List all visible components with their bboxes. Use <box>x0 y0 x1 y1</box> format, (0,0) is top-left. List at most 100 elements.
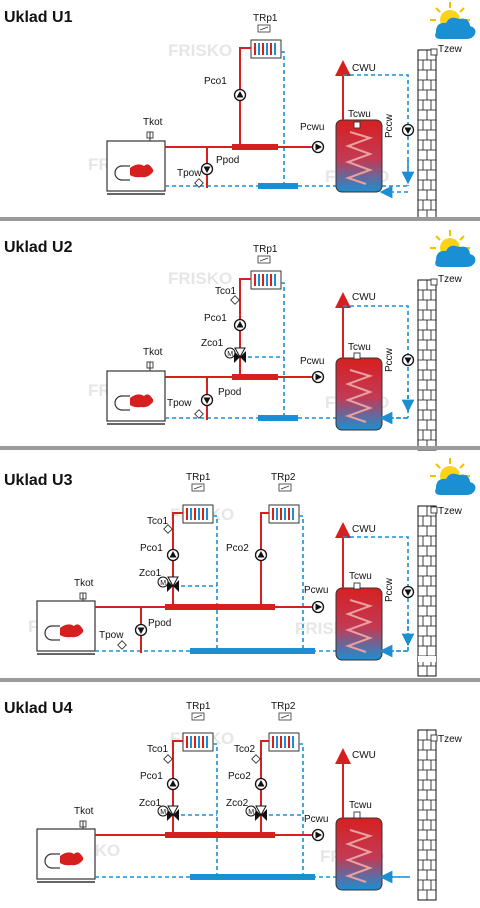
label-zco1: Zco1 <box>139 798 162 809</box>
pump-pco1-icon <box>233 88 247 102</box>
label-tco1: Tco1 <box>147 516 169 527</box>
label-zco2: Zco2 <box>226 798 249 809</box>
label-pccw: Pccw <box>384 113 395 138</box>
boiler-icon <box>36 600 96 655</box>
room-thermostat-1-icon <box>191 483 205 492</box>
return-sensor-icon <box>194 409 204 419</box>
label-tco1: Tco1 <box>215 286 237 297</box>
panel-u1: Uklad U1 FRISKO FRISKO FRISKO Tzew TRp1 … <box>4 1 477 221</box>
pump-pcwu-icon <box>311 600 325 614</box>
dhw-tank-icon <box>335 587 383 661</box>
panel-title: Uklad U3 <box>4 472 73 489</box>
label-tkot: Tkot <box>143 347 163 358</box>
mixing-valve-zco1-icon <box>224 347 247 364</box>
label-pccw: Pccw <box>384 347 395 372</box>
dhw-tank-icon <box>335 817 383 891</box>
pump-pcwu-icon <box>311 370 325 384</box>
label-cwu: CWU <box>352 292 376 303</box>
pump-pcwu-icon <box>311 828 325 842</box>
co1-supply-pipe <box>172 512 183 605</box>
outdoor-wall <box>417 729 437 901</box>
pump-pco2-icon <box>254 548 268 562</box>
room-thermostat-1-icon <box>191 712 205 721</box>
circulation-pipe <box>343 536 409 651</box>
pump-pco1-icon <box>233 318 247 332</box>
label-tcwu: Tcwu <box>348 342 371 353</box>
co2-supply-pipe <box>260 740 269 833</box>
outdoor-sensor-icon <box>430 48 438 56</box>
dhw-sensor-icon <box>353 352 361 360</box>
pump-pccw-icon <box>401 123 415 137</box>
sensor-tco1-icon <box>163 754 173 764</box>
panel-u2: Uklad U2 FRISKO FRISKO FRISKO Tzew TRp1 … <box>4 229 477 451</box>
outdoor-sensor-icon <box>430 506 438 514</box>
radiator-2-icon <box>268 504 300 524</box>
label-tco1: Tco1 <box>147 744 169 755</box>
label-tcwu: Tcwu <box>349 800 372 811</box>
outdoor-sensor-icon <box>430 734 438 742</box>
label-pcwu: Pcwu <box>304 585 328 596</box>
dhw-tank-icon <box>335 357 383 431</box>
outdoor-wall <box>417 505 437 677</box>
circulation-pipe <box>343 305 409 418</box>
sensor-tco2-icon <box>251 754 261 764</box>
label-ppod: Ppod <box>148 618 171 629</box>
pump-ppod-icon <box>200 162 214 176</box>
label-tco2: Tco2 <box>234 744 256 755</box>
label-trp1: TRp1 <box>186 701 211 712</box>
co-return-pipe <box>281 51 285 185</box>
label-tkot: Tkot <box>74 578 94 589</box>
label-tzew: Tzew <box>438 274 463 285</box>
label-pco1: Pco1 <box>204 76 227 87</box>
watermark: FRISKO <box>168 269 232 288</box>
outdoor-sensor-icon <box>430 278 438 286</box>
co1-return-pipe <box>213 743 218 876</box>
outdoor-wall <box>417 49 437 221</box>
label-tcwu: Tcwu <box>348 109 371 120</box>
pump-pco1-icon <box>166 548 180 562</box>
boiler-icon <box>36 828 96 883</box>
mixing-valve-zco2-icon <box>245 805 268 822</box>
sensor-tco1-icon <box>230 295 240 305</box>
panel-title: Uklad U1 <box>4 9 73 26</box>
label-pccw: Pccw <box>384 577 395 602</box>
co2-supply-pipe <box>260 512 269 605</box>
label-pco1: Pco1 <box>140 543 163 554</box>
radiator-2-icon <box>268 732 300 752</box>
room-thermostat-2-icon <box>278 483 292 492</box>
room-thermostat-icon <box>257 24 271 33</box>
radiator-1-icon <box>182 504 214 524</box>
label-ppod: Ppod <box>218 387 241 398</box>
pump-ppod-icon <box>134 623 148 637</box>
co2-return-pipe <box>299 515 304 650</box>
label-pcwu: Pcwu <box>304 814 328 825</box>
panel-u3: Uklad U3 FRISKO FRISKO FRISKO Tzew TRp1 … <box>4 457 477 677</box>
label-tkot: Tkot <box>74 806 94 817</box>
label-tcwu: Tcwu <box>349 571 372 582</box>
pump-pccw-icon <box>401 353 415 367</box>
room-thermostat-2-icon <box>278 712 292 721</box>
pump-pccw-icon <box>401 585 415 599</box>
label-pco2: Pco2 <box>226 543 249 554</box>
radiator-1-icon <box>182 732 214 752</box>
co-supply-pipe <box>239 47 251 145</box>
label-tzew: Tzew <box>438 44 463 55</box>
circulation-pipe <box>343 74 409 186</box>
weather-icon <box>429 1 477 40</box>
radiator-icon <box>250 39 282 59</box>
panel-u4: Uklad U4 FRISKO FRISKO FRISKO Tzew TRp1 … <box>4 700 463 901</box>
label-zco1: Zco1 <box>201 338 224 349</box>
label-ppod: Ppod <box>216 155 239 166</box>
label-trp2: TRp2 <box>271 472 296 483</box>
co1-return-pipe <box>213 515 218 650</box>
weather-icon <box>429 229 477 268</box>
boiler-icon <box>106 370 166 425</box>
pump-ppod-icon <box>200 393 214 407</box>
pump-pco2-icon <box>254 777 268 791</box>
mixing-valve-zco1-icon <box>157 576 180 593</box>
room-thermostat-icon <box>257 255 271 264</box>
label-tpow: Tpow <box>99 630 124 641</box>
panel-title: Uklad U4 <box>4 700 73 717</box>
label-tzew: Tzew <box>438 506 463 517</box>
